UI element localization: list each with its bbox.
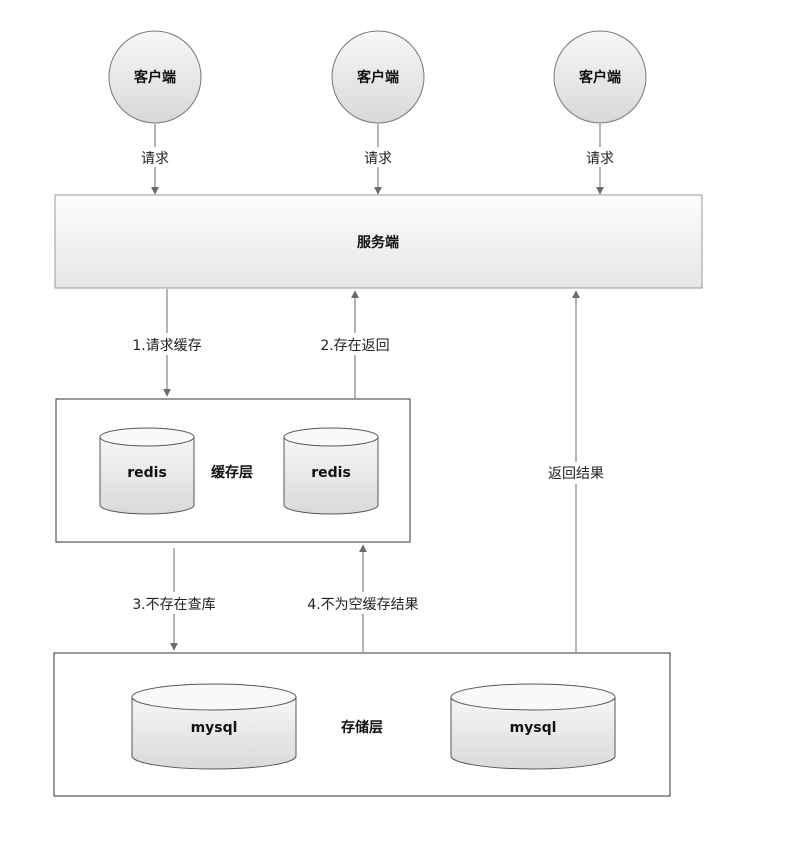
mysql-label: mysql: [510, 720, 557, 736]
request-label-1: 请求: [141, 151, 169, 167]
not-exists-query-label: 3.不存在查库: [132, 597, 215, 613]
label-bg: [353, 147, 403, 167]
mysql-db-2: mysql: [450, 683, 616, 770]
cache-layer-label: 缓存层: [211, 464, 253, 481]
label-bg: [575, 147, 625, 167]
client-node-2: 客户端: [331, 30, 425, 124]
client-node-1: 客户端: [108, 30, 202, 124]
mysql-db-1: mysql: [131, 683, 297, 770]
label-bg: [118, 333, 216, 355]
client-label: 客户端: [133, 69, 176, 86]
client-node-3: 客户端: [553, 30, 647, 124]
request-label-2: 请求: [364, 151, 392, 167]
label-bg: [290, 592, 436, 614]
label-bg: [130, 147, 180, 167]
server-label: 服务端: [357, 234, 399, 251]
exists-return-label: 2.存在返回: [320, 338, 389, 354]
redis-db-1: redis: [99, 427, 195, 515]
client-label: 客户端: [356, 69, 399, 86]
return-result-label: 返回结果: [548, 466, 604, 482]
server-box: 服务端: [54, 194, 703, 289]
redis-label: redis: [311, 465, 351, 481]
label-bg: [536, 462, 616, 484]
mysql-label: mysql: [191, 720, 238, 736]
redis-label: redis: [127, 465, 167, 481]
label-bg: [306, 333, 404, 355]
redis-db-2: redis: [283, 427, 379, 515]
label-bg: [114, 592, 234, 614]
cache-result-label: 4.不为空缓存结果: [307, 597, 418, 613]
client-label: 客户端: [578, 69, 621, 86]
request-cache-label: 1.请求缓存: [132, 338, 201, 354]
request-label-3: 请求: [586, 151, 614, 167]
storage-layer-label: 存储层: [341, 719, 383, 736]
